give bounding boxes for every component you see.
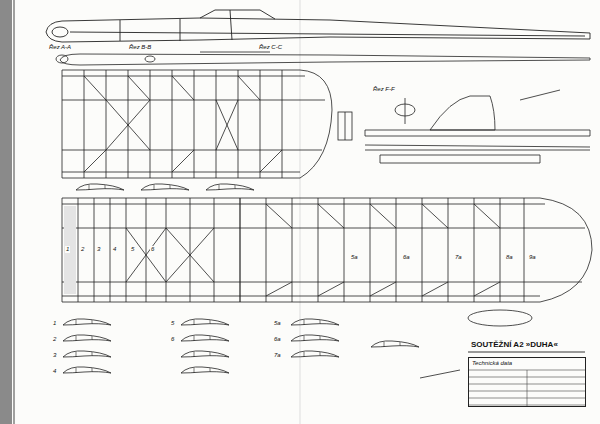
rib-number: 7a bbox=[273, 352, 282, 359]
table-rules bbox=[469, 369, 585, 406]
rib-number: 1 bbox=[65, 246, 70, 253]
page-fold bbox=[300, 0, 301, 424]
table-heading: Technická data bbox=[469, 358, 585, 369]
rib-number: 6a bbox=[402, 254, 411, 261]
section-label: Řez F-F bbox=[372, 86, 396, 93]
rib-number: 3 bbox=[96, 246, 101, 253]
page-gutter bbox=[0, 0, 12, 424]
dihedral-line bbox=[420, 370, 460, 378]
rib-number: 1 bbox=[52, 320, 57, 327]
tip-template bbox=[468, 310, 532, 326]
rib-number: 9a bbox=[528, 254, 537, 261]
wing-plan bbox=[62, 198, 592, 302]
rib-number: 2 bbox=[80, 246, 85, 253]
plan-title: SOUTĚŽNÍ A2 »DUHA« bbox=[470, 340, 559, 350]
rib-number: 6 bbox=[150, 246, 155, 253]
fuselage-side-view bbox=[46, 10, 590, 42]
rib-number: 5 bbox=[170, 320, 175, 327]
rib-number: 6a bbox=[273, 336, 282, 343]
rib-number: 2 bbox=[52, 336, 57, 343]
rib-sections bbox=[63, 319, 419, 373]
rib-number: 4 bbox=[52, 368, 57, 375]
rib-number: 7a bbox=[454, 254, 463, 261]
tailplane-sections bbox=[76, 184, 254, 190]
table-rule bbox=[527, 370, 528, 406]
rib-number: 4 bbox=[112, 246, 117, 253]
rib-number: 5a bbox=[350, 254, 359, 261]
rib-number: 5 bbox=[130, 246, 135, 253]
section-label: Řez B-B bbox=[128, 44, 152, 51]
section-label: Řez A-A bbox=[48, 44, 72, 51]
rib-number: 6 bbox=[170, 336, 175, 343]
rib-number: 3 bbox=[52, 352, 57, 359]
fuselage-top-view bbox=[56, 52, 590, 65]
title-underline bbox=[468, 352, 585, 353]
fin-detail bbox=[338, 90, 590, 163]
rib-number: 8a bbox=[505, 254, 514, 261]
rib-number: 5a bbox=[273, 320, 282, 327]
page-edge bbox=[14, 0, 15, 424]
data-table: Technická data bbox=[468, 357, 586, 407]
section-label: Řez C-C bbox=[258, 44, 283, 51]
tailplane-plan bbox=[62, 70, 332, 178]
